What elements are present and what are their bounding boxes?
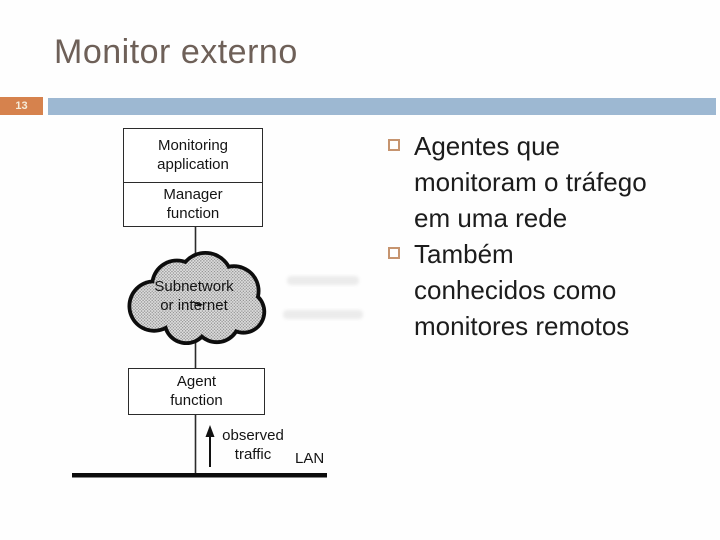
cloud-label-line: or internet (160, 297, 228, 314)
cloud-label-line: Subnetwork (154, 278, 234, 295)
bullet-text: Agentes que monitoram o tráfego em uma r… (414, 128, 647, 236)
observed-traffic-line: observed (222, 427, 284, 444)
monitoring-application-box: Monitoring application (124, 129, 262, 183)
cloud-icon (127, 251, 267, 346)
bullet-line: Agentes que (414, 131, 561, 161)
bullet-line: monitoram o tráfego (414, 167, 647, 197)
box-label-line: function (170, 391, 223, 409)
box-label-line: application (157, 155, 229, 173)
bullet-list: Agentes que monitoram o tráfego em uma r… (388, 128, 708, 344)
scan-artifact (287, 276, 359, 285)
box-label-line: Agent (176, 373, 217, 390)
bullet-line: Também (414, 239, 514, 269)
list-item: Agentes que monitoram o tráfego em uma r… (388, 128, 708, 236)
box-label-line: function (166, 204, 220, 222)
scan-artifact (283, 310, 363, 319)
cloud-label: Subnetwork or internet (133, 277, 255, 315)
page-title: Monitor externo (54, 33, 298, 71)
lan-label: LAN (295, 450, 325, 467)
square-bullet-icon (388, 139, 400, 151)
lan-line (72, 473, 327, 478)
box-label-line: Monitoring (157, 137, 229, 154)
slide-number-badge: 13 (0, 97, 43, 115)
list-item: Também conhecidos como monitores remotos (388, 236, 708, 344)
network-monitor-diagram: Subnetwork or internet Monitoring applic… (58, 118, 363, 498)
bullet-line: monitores remotos (414, 311, 630, 341)
arrow-up-icon (205, 425, 215, 467)
manager-station-box: Monitoring application Manager function (123, 128, 263, 227)
observed-traffic-line: traffic (234, 445, 272, 463)
observed-traffic-label: observed traffic (216, 427, 290, 464)
square-bullet-icon (388, 247, 400, 259)
accent-bar (48, 98, 716, 115)
box-label-line: Manager (163, 186, 223, 203)
manager-function-box: Manager function (124, 183, 262, 226)
agent-function-box: Agent function (128, 368, 265, 415)
bullet-line: conhecidos como (414, 275, 617, 305)
bullet-text: Também conhecidos como monitores remotos (414, 236, 629, 344)
bullet-line: em uma rede (414, 203, 568, 233)
